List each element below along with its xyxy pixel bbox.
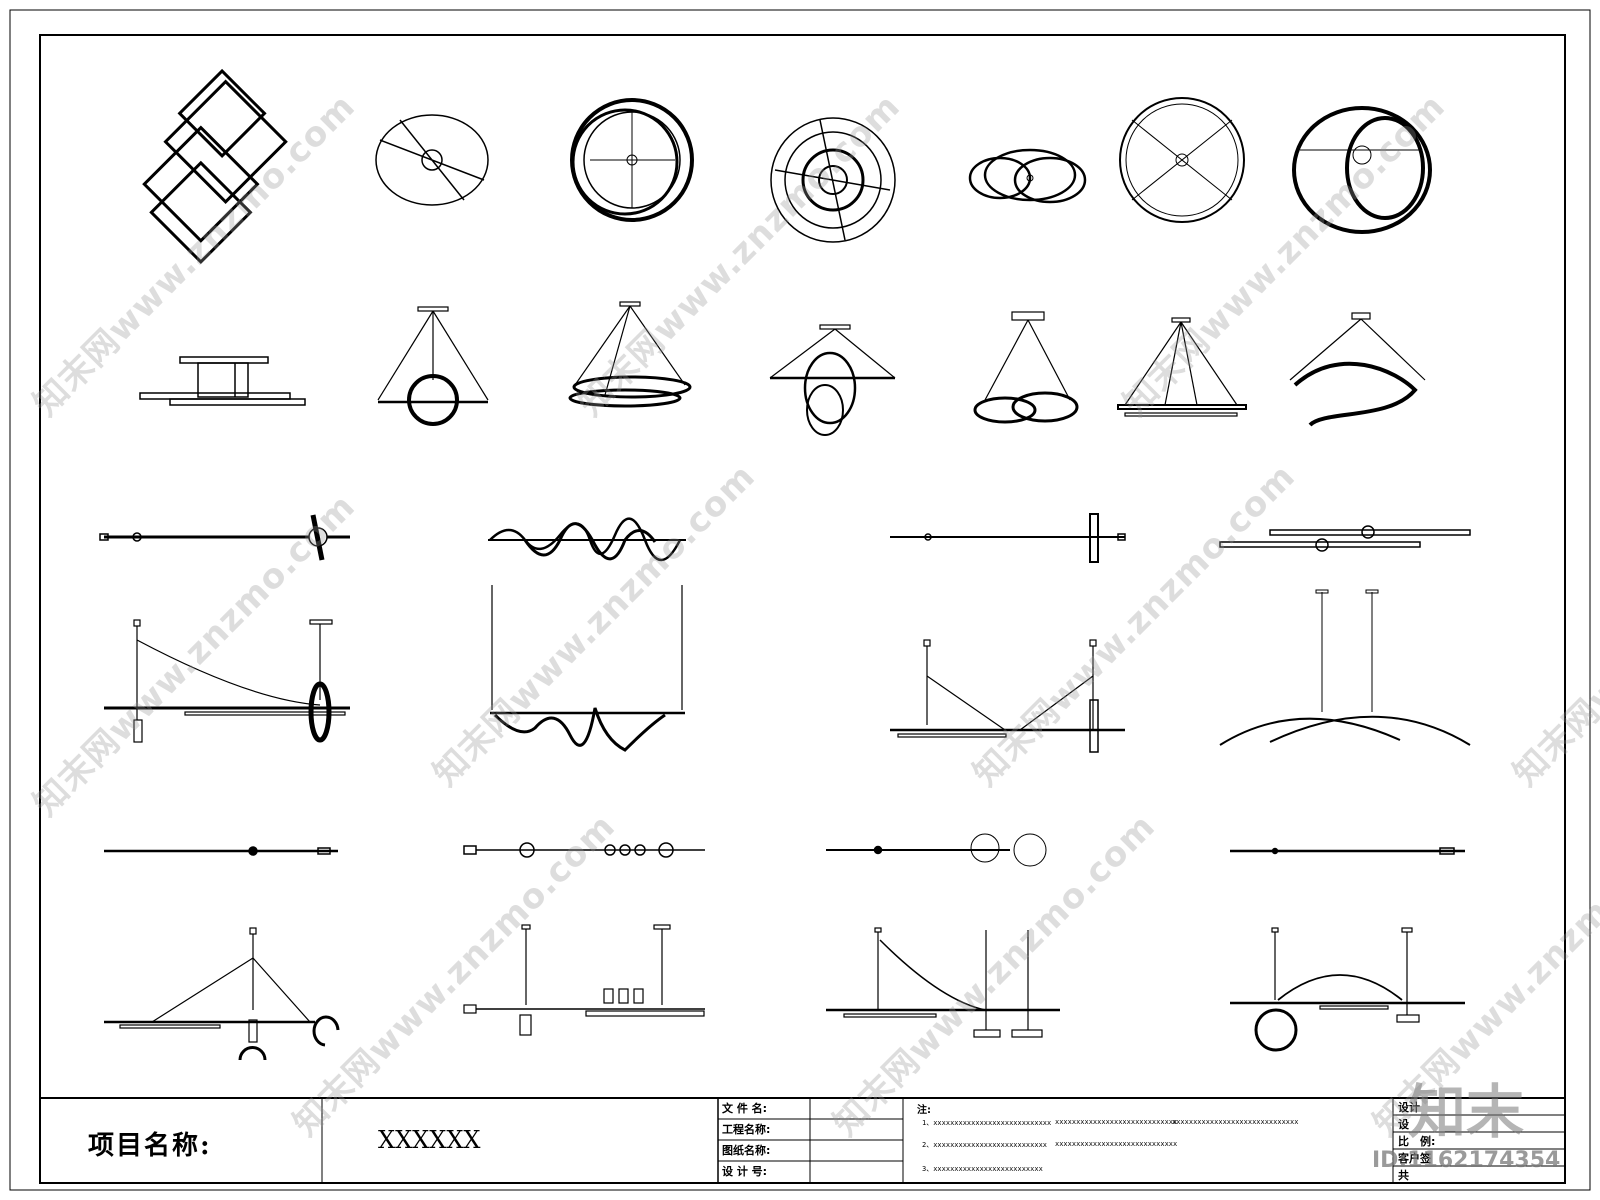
fixture-triangle-hoop-elevation <box>104 927 340 1061</box>
brand-watermark: 知末 <box>1408 1078 1525 1146</box>
field-scale: 比 例: <box>1398 1135 1436 1148</box>
fixture-beaded-linear-plan <box>463 842 705 858</box>
fixture-ribbon-pendant-elevation <box>1289 312 1426 427</box>
note-2b: xxxxxxxxxxxxxxxxxxxxxxxxxxxxx <box>1055 1140 1178 1148</box>
fixture-linear-cylinders-elevation <box>463 924 705 1036</box>
fixture-double-arch-elevation <box>1219 589 1471 746</box>
fixture-ring-pendant-elevation <box>377 306 489 426</box>
fixture-double-ring-plan <box>570 98 694 222</box>
fixture-arc-hoop-elevation <box>1230 927 1465 1052</box>
fixture-slim-linear-plan-2 <box>1230 847 1465 855</box>
note-3: 3、xxxxxxxxxxxxxxxxxxxxxxxxxx <box>922 1165 1043 1173</box>
fixture-tilted-ring-plan <box>1292 106 1432 234</box>
field-project-name: 工程名称: <box>722 1123 771 1136</box>
fixture-slim-linear-plan-1 <box>104 846 338 856</box>
field-designer: 设计 <box>1398 1101 1420 1114</box>
note-2: 2、xxxxxxxxxxxxxxxxxxxxxxxxxxx <box>922 1141 1048 1149</box>
fixture-square-rings-plan <box>142 68 288 265</box>
field-file-name: 文 件 名: <box>722 1102 768 1115</box>
fixture-twin-bar-plan <box>1219 525 1471 552</box>
field-drawing-name: 图纸名称: <box>722 1144 771 1157</box>
field-design-number: 设 计 号: <box>722 1165 768 1178</box>
fixture-concentric-ring-plan <box>770 117 896 243</box>
field-client-signature: 客户签 <box>1398 1152 1431 1165</box>
fixture-wave-plan <box>488 517 686 562</box>
fixture-cascading-rings-elevation <box>769 324 896 436</box>
fixture-linear-cone-elevation <box>1117 317 1247 417</box>
fixture-curve-drop-elevation <box>826 927 1060 1038</box>
fixture-wave-suspended-elevation <box>490 585 685 752</box>
fixture-v-cable-elevation <box>890 639 1125 753</box>
fixture-loop-pendant-elevation <box>973 311 1079 424</box>
fixture-ceiling-tier-elevation <box>139 356 306 406</box>
note-1b: xxxxxxxxxxxxxxxxxxxxxxxxxxxxx <box>1055 1118 1178 1126</box>
note-1c: xxxxxxxxxxxxxxxxxxxxxxxxxxxxxx <box>1172 1118 1299 1126</box>
fixture-disc-linear-plan <box>826 833 1047 867</box>
fixture-spiral-pendant-elevation <box>568 301 692 408</box>
field-total: 共 <box>1398 1169 1409 1182</box>
fixture-round-shade-plan <box>375 114 489 206</box>
fixture-orbit-rings-plan <box>968 148 1087 204</box>
fixture-linear-cross-plan <box>890 513 1126 563</box>
outer-frame <box>9 9 1591 1191</box>
note-1: 1、xxxxxxxxxxxxxxxxxxxxxxxxxxxx <box>922 1119 1052 1127</box>
fixture-linear-disc-plan <box>99 514 350 561</box>
fixture-swing-arc-elevation <box>104 619 350 743</box>
id-watermark: ID:1162174354 <box>1372 1148 1561 1173</box>
fixture-drum-shade-plan <box>1119 97 1245 223</box>
notes-label: 注: <box>917 1105 931 1116</box>
inner-frame <box>39 34 1566 1184</box>
field-design: 设 <box>1398 1118 1409 1131</box>
project-name-value: XXXXXX <box>378 1126 481 1154</box>
project-name-label: 项目名称: <box>88 1131 212 1161</box>
